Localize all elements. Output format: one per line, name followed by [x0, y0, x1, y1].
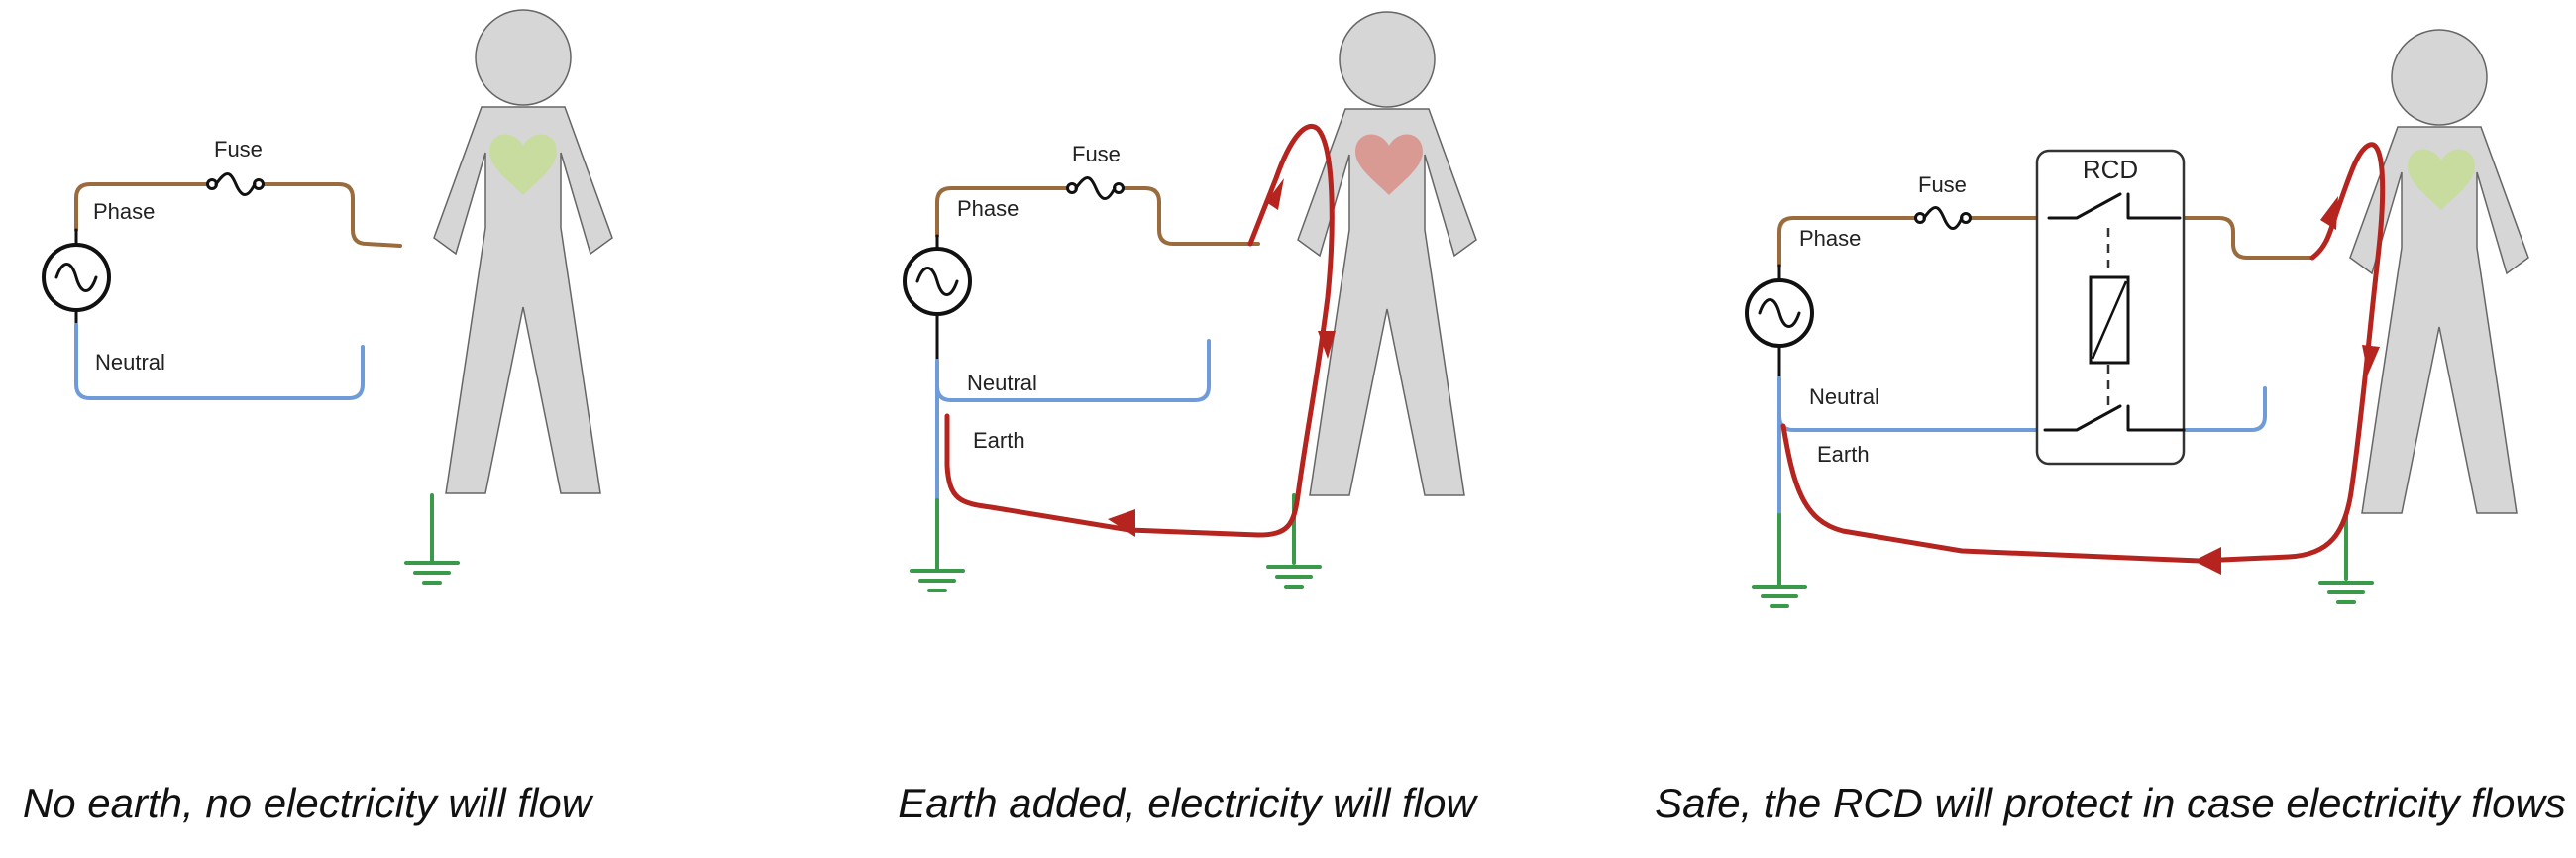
ground-icon — [1752, 585, 1807, 608]
neutral-label: Neutral — [967, 371, 1037, 395]
fuse-label: Fuse — [214, 137, 263, 161]
fuse-symbol — [1066, 176, 1125, 200]
ac-source-symbol — [903, 234, 972, 363]
ground-icon — [2318, 581, 2374, 604]
caption: No earth, no electricity will flow — [23, 780, 594, 826]
fuse-symbol — [1914, 206, 1972, 230]
phase-label: Phase — [957, 196, 1019, 221]
current-arrow — [1108, 509, 1135, 537]
current-arrow — [1266, 178, 1284, 210]
current-arrow — [2362, 345, 2380, 375]
ground-icon — [404, 561, 460, 585]
earth-label: Earth — [1817, 442, 1870, 467]
panel-rcd-safe: Fuse Phase Neutral Earth RCD Safe, the R… — [1655, 29, 2566, 826]
caption: Safe, the RCD will protect in case elect… — [1655, 780, 2566, 826]
ground-icon — [910, 569, 965, 592]
neutral-label: Neutral — [95, 350, 165, 375]
current-arrow — [1318, 331, 1336, 359]
fuse-label: Fuse — [1072, 142, 1121, 166]
current-path — [1780, 142, 2386, 564]
fuse-label: Fuse — [1918, 172, 1967, 197]
phase-wire — [74, 182, 402, 248]
ac-source-symbol — [42, 228, 111, 327]
current-arrow — [2194, 547, 2221, 575]
phase-wire — [935, 186, 1260, 246]
phase-label: Phase — [1799, 226, 1861, 251]
neutral-wire — [74, 323, 365, 400]
rcd-device — [2035, 149, 2186, 466]
fuse-symbol — [206, 172, 265, 196]
current-arrow — [2320, 196, 2338, 230]
person-figure — [1297, 11, 1477, 496]
phase-wire — [1777, 216, 2314, 268]
panel-earth-added: Fuse Phase Neutral Earth Earth added, el… — [898, 11, 1478, 826]
neutral-label: Neutral — [1809, 384, 1879, 409]
ac-source-symbol — [1745, 264, 1814, 380]
earth-label: Earth — [973, 428, 1025, 453]
phase-label: Phase — [93, 199, 155, 224]
current-path — [944, 124, 1335, 538]
ground-icon — [1266, 565, 1322, 589]
rcd-label: RCD — [2083, 155, 2138, 184]
person-figure — [433, 9, 613, 494]
panel-no-earth: Fuse Phase Neutral No earth, no electric… — [23, 9, 613, 826]
caption: Earth added, electricity will flow — [898, 780, 1478, 826]
